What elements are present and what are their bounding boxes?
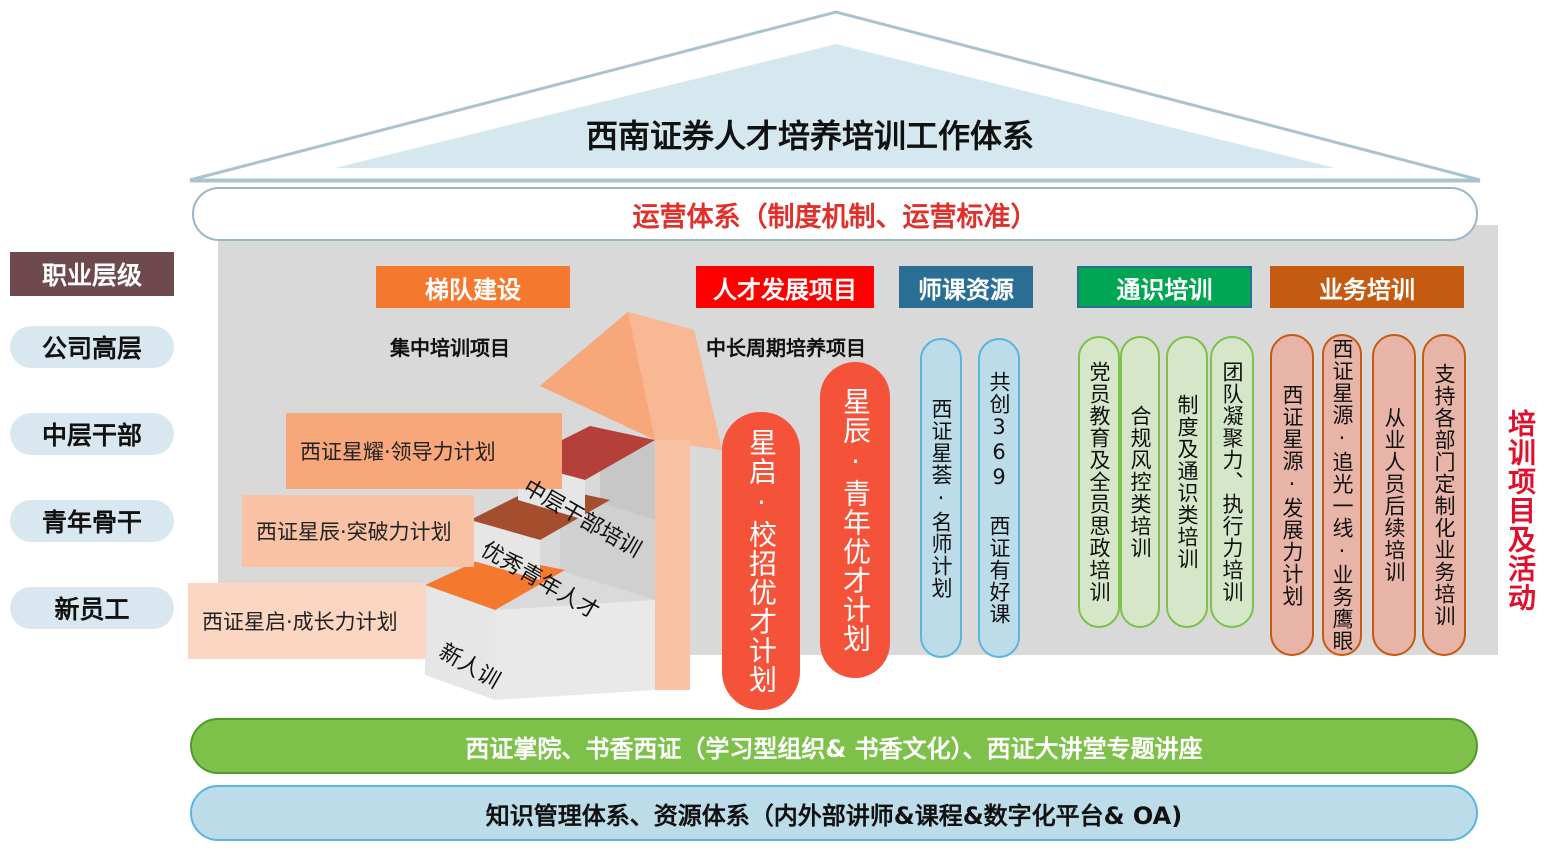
general-item-compliance-label: 合规风控类培训 xyxy=(1128,405,1152,559)
talent-program-campus-label: 星启·校招优才计划 xyxy=(745,428,778,694)
business-item-development: 西证星源·发展力计划 xyxy=(1270,334,1314,656)
culture-bar: 西证掌院、书香西证（学习型组织& 书香文化）、西证大讲堂专题讲座 xyxy=(190,718,1478,774)
category-faculty: 师课资源 xyxy=(899,266,1033,308)
level-middle: 中层干部 xyxy=(10,413,174,455)
faculty-item-masters: 西证星荟·名师计划 xyxy=(920,338,962,658)
business-item-custom-label: 支持各部门定制化业务培训 xyxy=(1432,363,1456,627)
talent-program-youth: 星辰·青年优才计划 xyxy=(820,362,890,678)
plan-breakthrough: 西证星辰·突破力计划 xyxy=(242,495,474,567)
staircase-arrow-stem xyxy=(655,440,690,690)
step-front-youth xyxy=(470,520,540,580)
knowledge-bar: 知识管理体系、资源体系（内外部讲师&课程&数字化平台& OA) xyxy=(190,785,1478,841)
general-item-policy-label: 制度及通识类培训 xyxy=(1175,394,1199,570)
roof-fill xyxy=(335,44,1335,168)
step-front-new xyxy=(425,585,495,700)
category-business: 业务培训 xyxy=(1270,266,1464,308)
right-side-label: 培训项目及活动 xyxy=(1504,408,1537,612)
general-item-teamwork-label: 团队凝聚力、执行力培训 xyxy=(1220,361,1244,603)
business-item-continuing: 从业人员后续培训 xyxy=(1372,334,1416,656)
talent-program-youth-label: 星辰·青年优才计划 xyxy=(839,387,872,653)
category-echelon: 梯队建设 xyxy=(376,266,570,308)
right-side-label-box: 培训项目及活动 xyxy=(1500,395,1540,625)
general-item-policy: 制度及通识类培训 xyxy=(1166,336,1208,628)
talent-program-campus: 星启·校招优才计划 xyxy=(722,412,800,710)
faculty-item-masters-label: 西证星荟·名师计划 xyxy=(929,397,953,599)
general-item-teamwork: 团队凝聚力、执行力培训 xyxy=(1210,336,1254,628)
subtitle-echelon: 集中培训项目 xyxy=(390,336,510,360)
step-base xyxy=(495,600,655,700)
roof xyxy=(189,10,1481,183)
subtitle-talent: 中长周期培养项目 xyxy=(706,336,866,360)
level-youth: 青年骨干 xyxy=(10,500,174,542)
business-item-custom: 支持各部门定制化业务培训 xyxy=(1422,334,1466,656)
faculty-item-courses: 共创369 西证有好课 xyxy=(978,338,1020,658)
business-item-frontline-label: 西证星源·追光一线·业务鹰眼 xyxy=(1330,338,1354,652)
business-item-continuing-label: 从业人员后续培训 xyxy=(1382,407,1406,583)
general-item-compliance: 合规风控类培训 xyxy=(1120,336,1160,628)
operations-bar: 运营体系（制度机制、运营标准） xyxy=(192,187,1478,241)
faculty-item-courses-label: 共创369 西证有好课 xyxy=(987,371,1011,625)
staircase-arrow-head xyxy=(628,312,722,450)
general-item-party-label: 党员教育及全员思政培训 xyxy=(1087,361,1111,603)
category-general: 通识培训 xyxy=(1077,266,1252,308)
business-item-frontline: 西证星源·追光一线·业务鹰眼 xyxy=(1322,334,1362,656)
level-senior: 公司高层 xyxy=(10,326,174,368)
category-talent: 人才发展项目 xyxy=(696,266,874,308)
culture-bar-label: 西证掌院、书香西证（学习型组织& 书香文化）、西证大讲堂专题讲座 xyxy=(465,734,1203,763)
page-title: 西南证券人才培养培训工作体系 xyxy=(585,117,1034,155)
plan-leadership: 西证星耀·领导力计划 xyxy=(286,413,562,489)
knowledge-bar-label: 知识管理体系、资源体系（内外部讲师&课程&数字化平台& OA) xyxy=(485,801,1183,830)
operations-bar-label: 运营体系（制度机制、运营标准） xyxy=(632,201,1038,233)
level-new: 新员工 xyxy=(10,587,174,629)
general-item-party: 党员教育及全员思政培训 xyxy=(1078,336,1120,628)
business-item-development-label: 西证星源·发展力计划 xyxy=(1280,383,1304,607)
career-level-header: 职业层级 xyxy=(10,252,174,296)
plan-growth: 西证星启·成长力计划 xyxy=(188,583,426,659)
